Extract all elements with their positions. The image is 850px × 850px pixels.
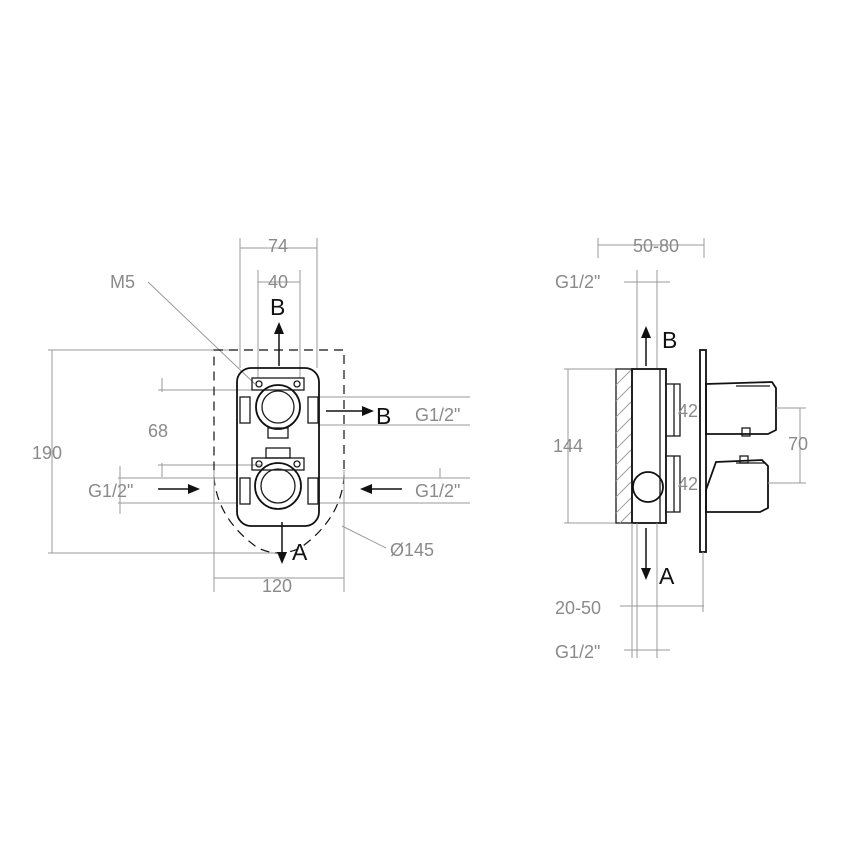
lug-left-bottom (239, 477, 251, 505)
dim-valve-lower: 42 (678, 474, 698, 494)
thread-bottom: G1/2" (555, 642, 600, 662)
upper-handle (705, 381, 777, 435)
dim-valve-upper: 42 (678, 401, 698, 421)
arrow-head (274, 322, 284, 334)
front-view: 74 40 M5 190 68 G1/2" G1/2" G1/2" (32, 236, 470, 596)
side-view: 50-80 G1/2" 144 (553, 236, 808, 662)
arrow-head (360, 484, 372, 494)
upper-cartridge (255, 384, 301, 430)
leader-line-m5 (147, 281, 256, 385)
screw-plate-bottom (251, 457, 305, 471)
lower-flange (665, 455, 681, 513)
dim-width-bottom: 120 (262, 576, 292, 596)
dim-depth: 50-80 (633, 236, 679, 256)
handle-screw (741, 427, 751, 437)
dim-width-outer: 74 (268, 236, 288, 256)
arrow-head (641, 326, 651, 338)
lug-right-bottom (307, 477, 319, 505)
outlet-right: B (376, 403, 391, 429)
dim-width-inner: 40 (268, 272, 288, 292)
upper-flange (665, 383, 681, 437)
dim-screw: M5 (110, 272, 135, 292)
dim-port-spacing: 68 (148, 421, 168, 441)
screw-hole (255, 460, 263, 468)
arrow-head (362, 406, 374, 416)
dim-offset: 20-50 (555, 598, 601, 618)
thread-left: G1/2" (88, 481, 133, 501)
dim-diameter: Ø145 (390, 540, 434, 560)
dim-height-total: 190 (32, 443, 62, 463)
outlet-bottom: A (292, 539, 308, 565)
upper-cartridge-inner (261, 390, 295, 424)
screw-hole (293, 460, 301, 468)
cover-plate (699, 349, 707, 553)
lug-left-top (239, 396, 251, 424)
mounting-outline-dashed (213, 349, 345, 554)
outlet-top: B (270, 294, 285, 320)
lug-right-top (307, 396, 319, 424)
outlet-top-side: B (662, 327, 677, 353)
thread-top: G1/2" (555, 272, 600, 292)
valve-body-side (631, 368, 667, 524)
arrow-head (277, 552, 287, 564)
inlet-port-side (632, 471, 664, 503)
arrow-head (641, 568, 651, 580)
outlet-bottom-side: A (659, 563, 675, 589)
thread-right-top: G1/2" (415, 405, 460, 425)
dim-height: 144 (553, 436, 583, 456)
screw-hole (255, 380, 263, 388)
leader-line-diameter (341, 525, 387, 549)
connector-top (267, 427, 289, 439)
arrow-head (188, 484, 200, 494)
connector-bottom (265, 447, 291, 459)
handle-screw (739, 455, 749, 464)
lower-cartridge-inner (260, 468, 296, 504)
screw-plate-top (251, 377, 305, 391)
valve-body (236, 367, 320, 527)
wall-hatch (615, 368, 633, 524)
screw-hole (293, 380, 301, 388)
dim-handle-spacing: 70 (788, 434, 808, 454)
lower-handle (705, 459, 769, 513)
lower-cartridge (254, 462, 302, 510)
thread-right-bottom: G1/2" (415, 481, 460, 501)
